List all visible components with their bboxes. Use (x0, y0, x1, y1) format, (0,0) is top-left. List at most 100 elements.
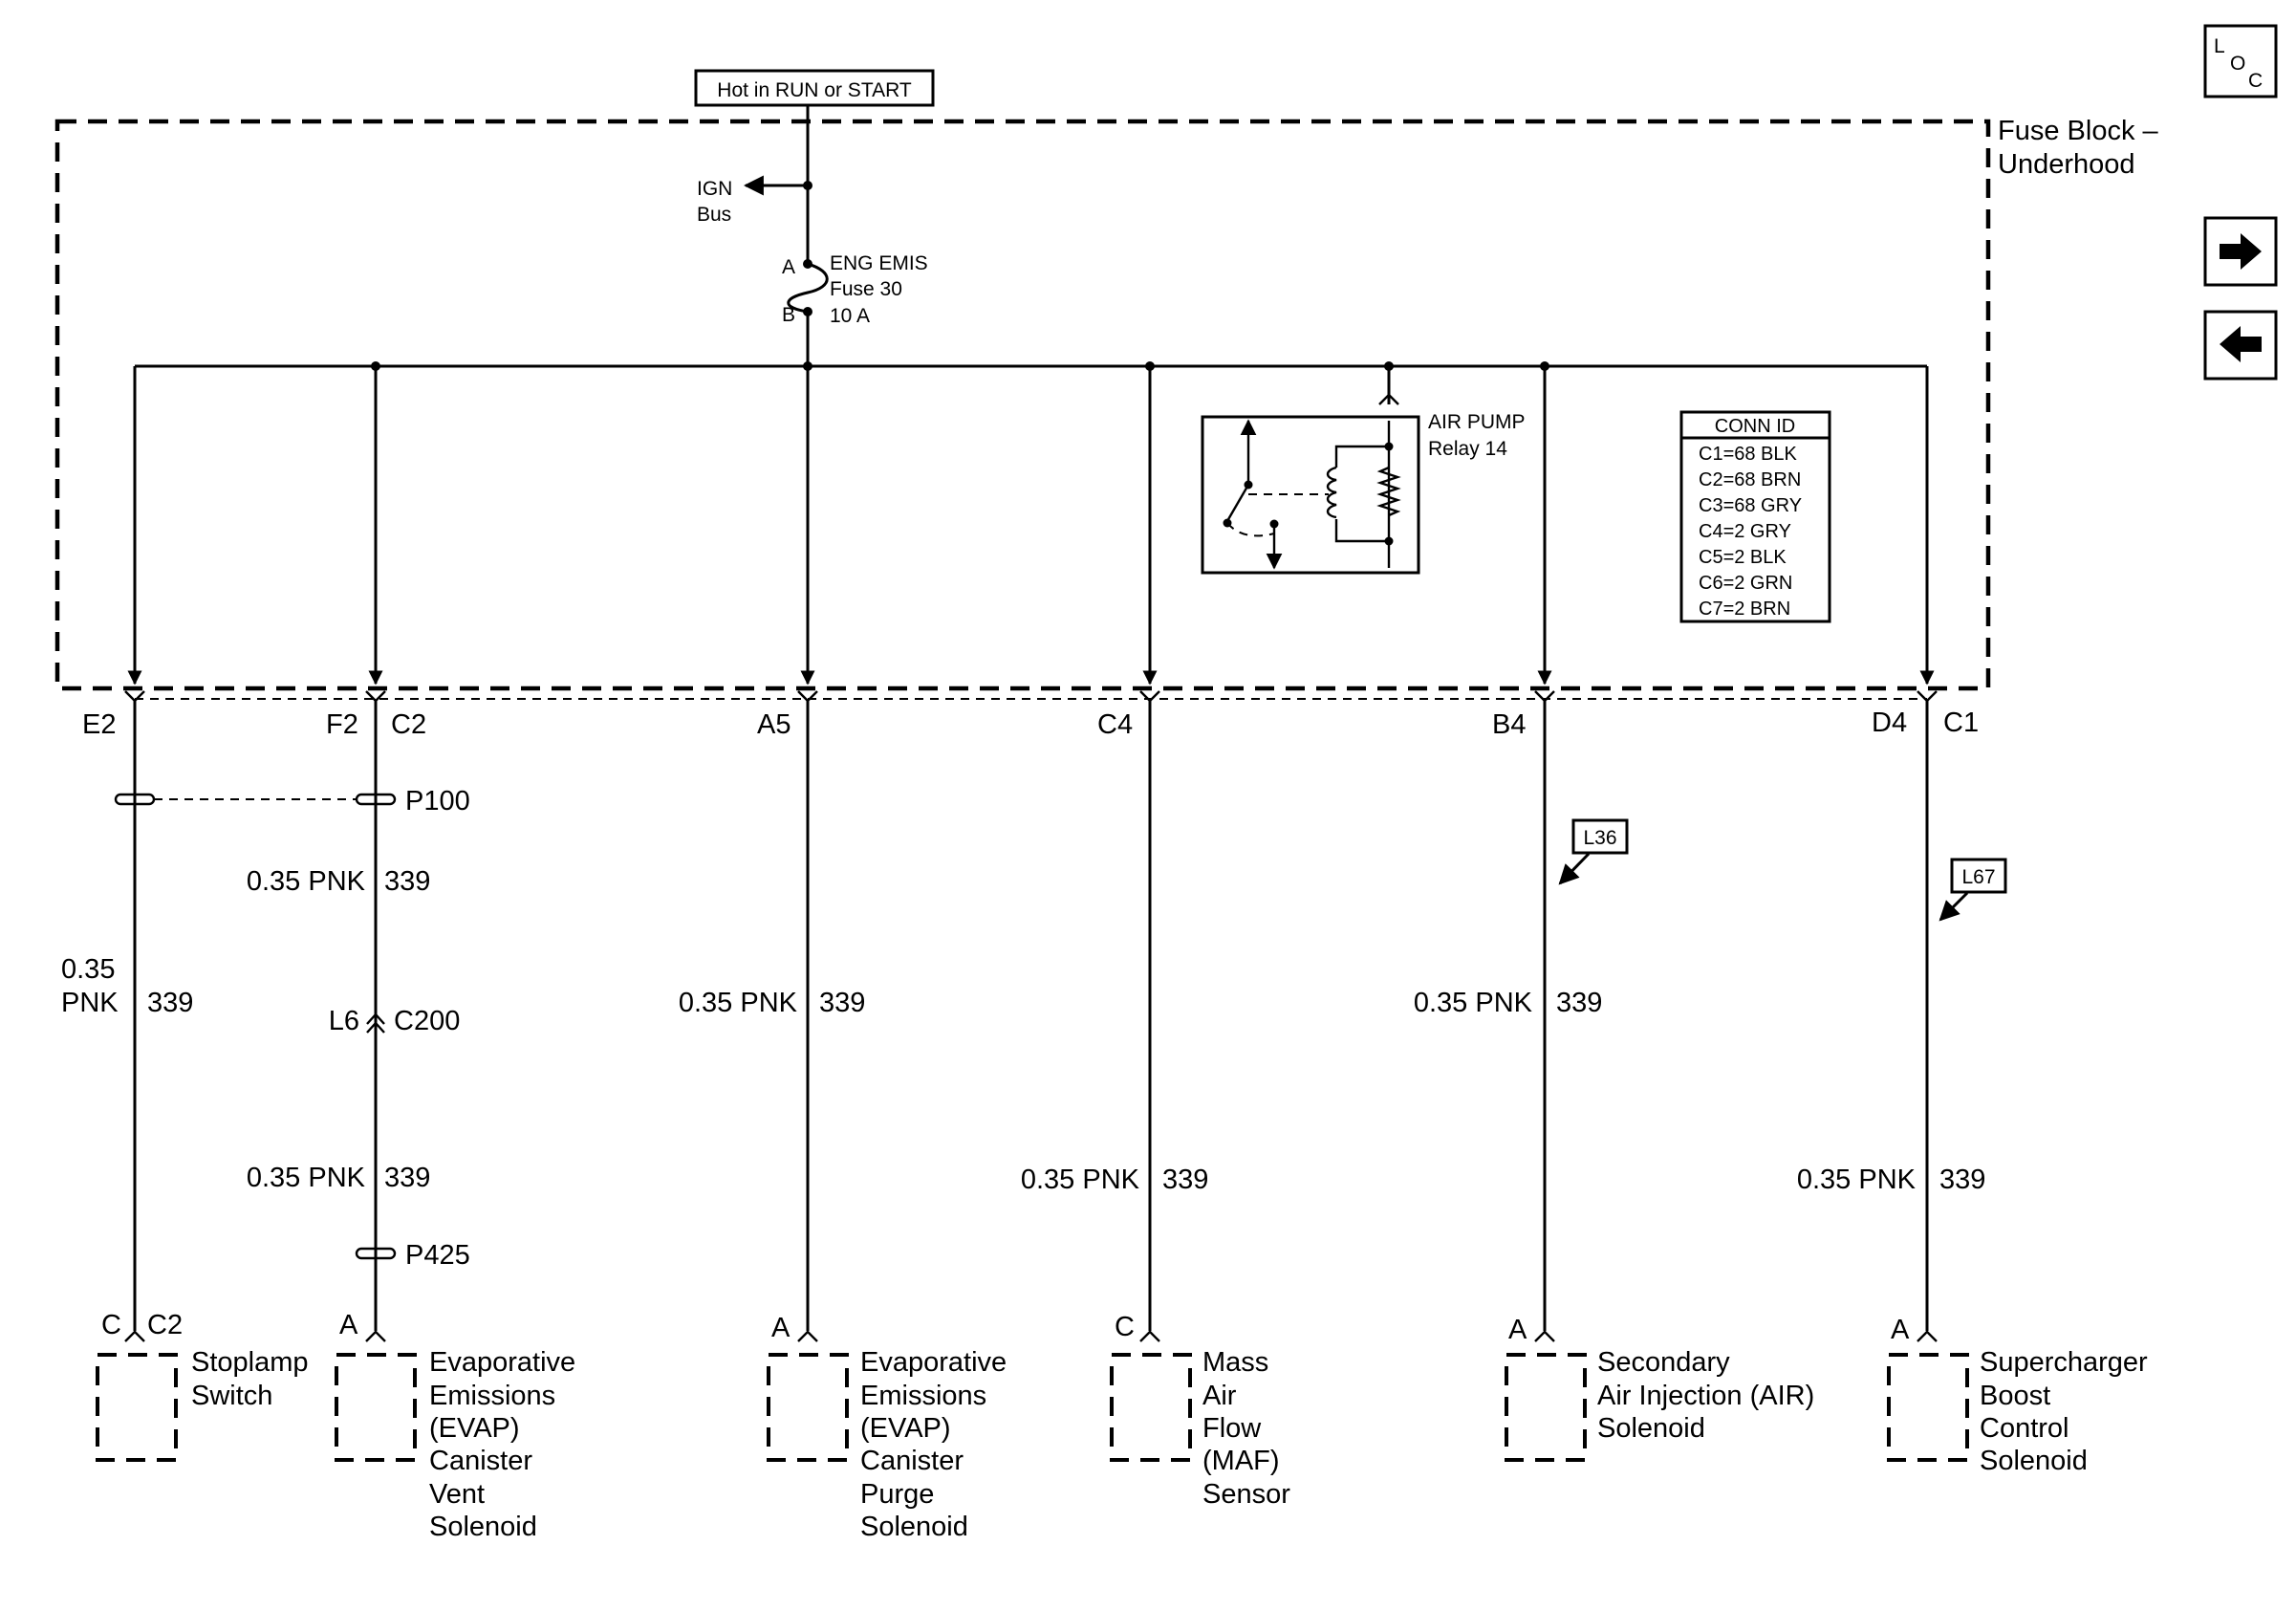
connector-label: D4 (1872, 708, 1907, 738)
relay-coil-lead-bottom (1334, 519, 1389, 543)
connector-male-icon (365, 1330, 386, 1342)
device-name: Solenoid (1597, 1413, 1705, 1444)
hot-in-run-start-box (694, 69, 935, 107)
loc-button[interactable]: L O C (2203, 24, 2278, 98)
conn-id-row: C7=2 BRN (1699, 599, 1790, 620)
device-name: Canister (860, 1446, 964, 1476)
forward-button[interactable] (2203, 216, 2278, 287)
ign-bus-label-2: Bus (697, 204, 731, 226)
device-name: Mass (1202, 1347, 1268, 1378)
device-name: Secondary (1597, 1347, 1730, 1378)
back-button[interactable] (2203, 310, 2278, 381)
connector-male-icon (1917, 1330, 1938, 1342)
device-name: Air Injection (AIR) (1597, 1381, 1814, 1411)
relay-connector-icon (1378, 393, 1399, 405)
device-name: Solenoid (860, 1512, 968, 1542)
device-name: Control (1980, 1413, 2069, 1444)
wire-label: 0.35 PNK (1021, 1165, 1140, 1195)
device-name: Evaporative (860, 1347, 1007, 1378)
device-box (1505, 1353, 1587, 1462)
circuit-maf: C4 0.35 PNK 339 C Mass Air Flow (MAF) Se… (1021, 701, 1290, 1510)
ign-bus-splice (803, 181, 812, 190)
fuse-rating: 10 A (830, 305, 870, 327)
pin-label: A (339, 1310, 358, 1340)
back-button-frame (2203, 310, 2278, 381)
hot-in-run-start-label: Hot in RUN or START (717, 79, 912, 101)
pass-through-label: P425 (405, 1240, 470, 1271)
device-box (767, 1353, 849, 1462)
device-name: Sensor (1202, 1479, 1290, 1510)
device-name: Vent (429, 1479, 485, 1510)
device-name: Switch (191, 1381, 272, 1411)
arrow-right-icon (2220, 233, 2262, 270)
connector-label: A5 (757, 709, 791, 740)
device-name: Stoplamp (191, 1347, 309, 1378)
circuit-evap-purge: A5 0.35 PNK 339 A Evaporative Emissions … (679, 701, 1007, 1542)
arrow-left-icon (2220, 326, 2262, 362)
device-name: Flow (1202, 1413, 1262, 1444)
fuse-pin-b: B (782, 304, 795, 326)
conn-id-table: CONN ID C1=68 BLK C2=68 BRN C3=68 GRY C4… (1679, 410, 1831, 623)
device-name: Evaporative (429, 1347, 575, 1378)
pass-through-label: P100 (405, 786, 470, 816)
inline-connector-left: L6 (329, 1006, 359, 1036)
device-box (335, 1353, 417, 1462)
wire-number: 339 (819, 988, 865, 1018)
conn-id-row: C1=68 BLK (1699, 444, 1798, 465)
option-code-box (1950, 858, 2007, 894)
ign-bus-label-1: IGN (697, 178, 732, 200)
loc-letter: C (2248, 70, 2263, 92)
relay-number: Relay 14 (1428, 438, 1507, 460)
option-code: L67 (1961, 866, 1995, 888)
connector-male-icon (1139, 1330, 1160, 1342)
inline-connector-icon (366, 1012, 385, 1034)
device-name: (EVAP) (860, 1413, 951, 1444)
conn-id-row: C4=2 GRY (1699, 521, 1791, 542)
loc-letter: L (2214, 35, 2225, 57)
conn-id-title: CONN ID (1715, 416, 1795, 437)
connector-female-icon (1534, 690, 1555, 703)
circuit-supercharger: D4 C1 L67 0.35 PNK 339 A Supercharger Bo… (1797, 701, 2148, 1476)
wire-color: PNK (61, 988, 119, 1018)
pin-label: C (101, 1310, 121, 1340)
device-name: Air (1202, 1381, 1237, 1411)
connector-label: C2 (391, 709, 426, 740)
relay-switch-arm (1225, 484, 1250, 522)
forward-button-frame (2203, 216, 2278, 287)
connector-label: E2 (82, 709, 116, 740)
fuse-pin-a: A (782, 256, 795, 278)
conn-id-row: C5=2 BLK (1699, 547, 1787, 568)
wire-number: 339 (384, 866, 430, 897)
option-arrow-icon (1939, 891, 1969, 922)
device-name: (EVAP) (429, 1413, 520, 1444)
power-feed: Hot in RUN or START IGN Bus A B ENG EMIS… (694, 69, 935, 366)
pin-connector: C2 (147, 1310, 183, 1340)
pass-through-icon (355, 793, 397, 806)
conn-id-row: C2=68 BRN (1699, 469, 1801, 490)
option-code: L36 (1583, 827, 1616, 849)
device-name: (MAF) (1202, 1446, 1280, 1476)
fuse-block-label-1: Fuse Block – (1998, 116, 2158, 146)
conn-id-box (1679, 410, 1831, 623)
wire-number: 339 (1162, 1165, 1208, 1195)
relay-name: AIR PUMP (1428, 411, 1526, 433)
wire-label: 0.35 PNK (247, 1163, 366, 1193)
fuse-block-label-2: Underhood (1998, 149, 2135, 180)
conn-id-row: C6=2 GRN (1699, 573, 1792, 594)
conn-id-row: C3=68 GRY (1699, 495, 1802, 516)
connector-male-icon (797, 1330, 818, 1342)
device-name: Supercharger (1980, 1347, 2148, 1378)
relay-switch-travel (1226, 522, 1275, 537)
internal-bus (127, 361, 1935, 686)
connector-female-icon (1139, 690, 1160, 703)
device-box (1887, 1353, 1969, 1462)
relay-coil-icon (1326, 466, 1337, 519)
wire-label: 0.35 PNK (1414, 988, 1533, 1018)
option-code-box (1571, 818, 1629, 855)
option-arrow-icon (1558, 852, 1591, 885)
circuit-secondary-air: B4 L36 0.35 PNK 339 A Secondary Air Inje… (1414, 701, 1814, 1462)
circuit-stoplamp: E2 0.35 PNK 339 C C2 Stoplamp Switch (61, 701, 357, 1462)
fuse-icon (787, 262, 829, 314)
device-name: Canister (429, 1446, 532, 1476)
pin-label: A (1508, 1315, 1527, 1345)
